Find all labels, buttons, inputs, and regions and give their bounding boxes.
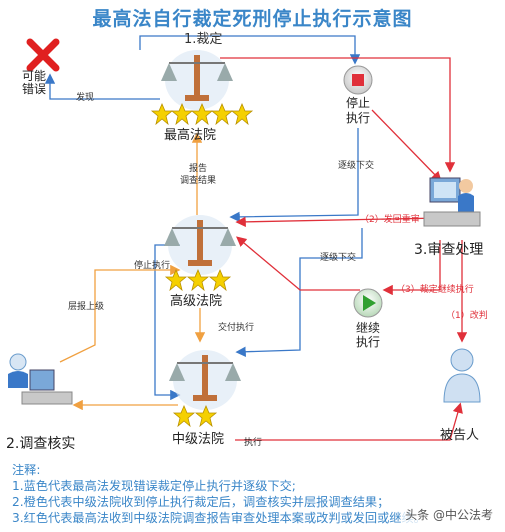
high-court-label: 高级法院 bbox=[170, 294, 223, 309]
edge-label-relay-down-2: 逐级下交 bbox=[320, 253, 357, 263]
star-icon bbox=[150, 102, 174, 126]
stop-exec-label: 停止 执行 bbox=[346, 96, 371, 125]
edge-return bbox=[235, 216, 441, 228]
edge-label-continue-exec: （3）裁定继续执行 bbox=[396, 285, 474, 295]
stars-high bbox=[164, 268, 232, 292]
edge-label-return: （2）发回重审 bbox=[360, 215, 420, 225]
star-icon bbox=[186, 268, 210, 292]
watermark: 头条 @中公法考 bbox=[401, 505, 497, 524]
orange-edges bbox=[59, 132, 206, 411]
edge-relay-down-1 bbox=[229, 128, 359, 223]
scale-icon-intermediate bbox=[169, 350, 241, 410]
notes-heading: 注释: bbox=[12, 463, 41, 477]
investigate-label: 2.调查核实 bbox=[6, 436, 76, 452]
stars-intermediate bbox=[172, 404, 218, 428]
defendant-label: 被告人 bbox=[440, 428, 480, 443]
error-x-icon bbox=[26, 38, 60, 72]
defendant-icon bbox=[443, 348, 481, 403]
star-icon bbox=[170, 102, 194, 126]
investigator-computer-icon bbox=[8, 353, 73, 405]
stars-supreme bbox=[150, 102, 254, 126]
review-label: 3.审查处理 bbox=[414, 242, 484, 258]
note-line-2: 2.橙色代表中级法院收到停止执行裁定后，调查核实并层报调查结果； bbox=[12, 495, 390, 509]
stop-icon bbox=[343, 65, 373, 95]
edge-execute bbox=[235, 402, 463, 441]
note-line-1: 1.蓝色代表最高法发现错误裁定停止执行并逐级下交; bbox=[12, 479, 296, 493]
continue-exec-label: 继续 执行 bbox=[356, 321, 381, 349]
star-icon bbox=[164, 268, 188, 292]
edge-label-relay-down-1: 逐级下交 bbox=[338, 161, 375, 171]
edge-continue bbox=[382, 240, 441, 296]
edge-continue-high bbox=[236, 236, 360, 291]
diagram-title: 最高法自行裁定死刑停止执行示意图 bbox=[92, 8, 413, 30]
edge-supreme-review bbox=[220, 57, 456, 173]
edge-label-report-up: 层报上级 bbox=[68, 302, 105, 312]
star-icon bbox=[230, 102, 254, 126]
edge-ruling bbox=[139, 35, 361, 65]
intermediate-court-label: 中级法院 bbox=[172, 432, 225, 447]
edge-label-ruling: 1.裁定 bbox=[184, 32, 223, 47]
red-edges bbox=[220, 57, 468, 441]
edge-label-discover: 发现 bbox=[76, 93, 95, 103]
supreme-court-label: 最高法院 bbox=[164, 128, 217, 143]
edge-relay-down-2 bbox=[235, 228, 363, 357]
edge-report-up-2 bbox=[59, 264, 181, 363]
edge-label-execute: 执行 bbox=[244, 438, 263, 448]
edge-stop-review bbox=[371, 109, 442, 182]
star-icon bbox=[190, 102, 214, 126]
star-icon bbox=[208, 268, 232, 292]
play-icon bbox=[353, 288, 383, 318]
star-icon bbox=[210, 102, 234, 126]
edge-label-deliver: 交付执行 bbox=[218, 323, 255, 333]
edge-label-amend: （1）改判 bbox=[446, 311, 488, 321]
edge-label-report: 报告 调查结果 bbox=[180, 164, 217, 186]
edge-label-stop-exec: 停止执行 bbox=[134, 261, 171, 271]
note-line-3: 3.红色代表最高法收到中级法院调查报告审查处理本案或改判或发回或继续。 bbox=[12, 511, 426, 525]
edge-discover bbox=[44, 73, 160, 100]
reviewer-computer-icon bbox=[423, 177, 481, 227]
star-icon bbox=[172, 404, 196, 428]
notes-panel: 注释: 1.蓝色代表最高法发现错误裁定停止执行并逐级下交; 2.橙色代表中级法院… bbox=[12, 462, 426, 526]
scale-icon-supreme bbox=[161, 50, 233, 110]
error-label: 可能 错误 bbox=[22, 69, 47, 96]
scale-icon-high bbox=[164, 215, 236, 275]
star-icon bbox=[194, 404, 218, 428]
